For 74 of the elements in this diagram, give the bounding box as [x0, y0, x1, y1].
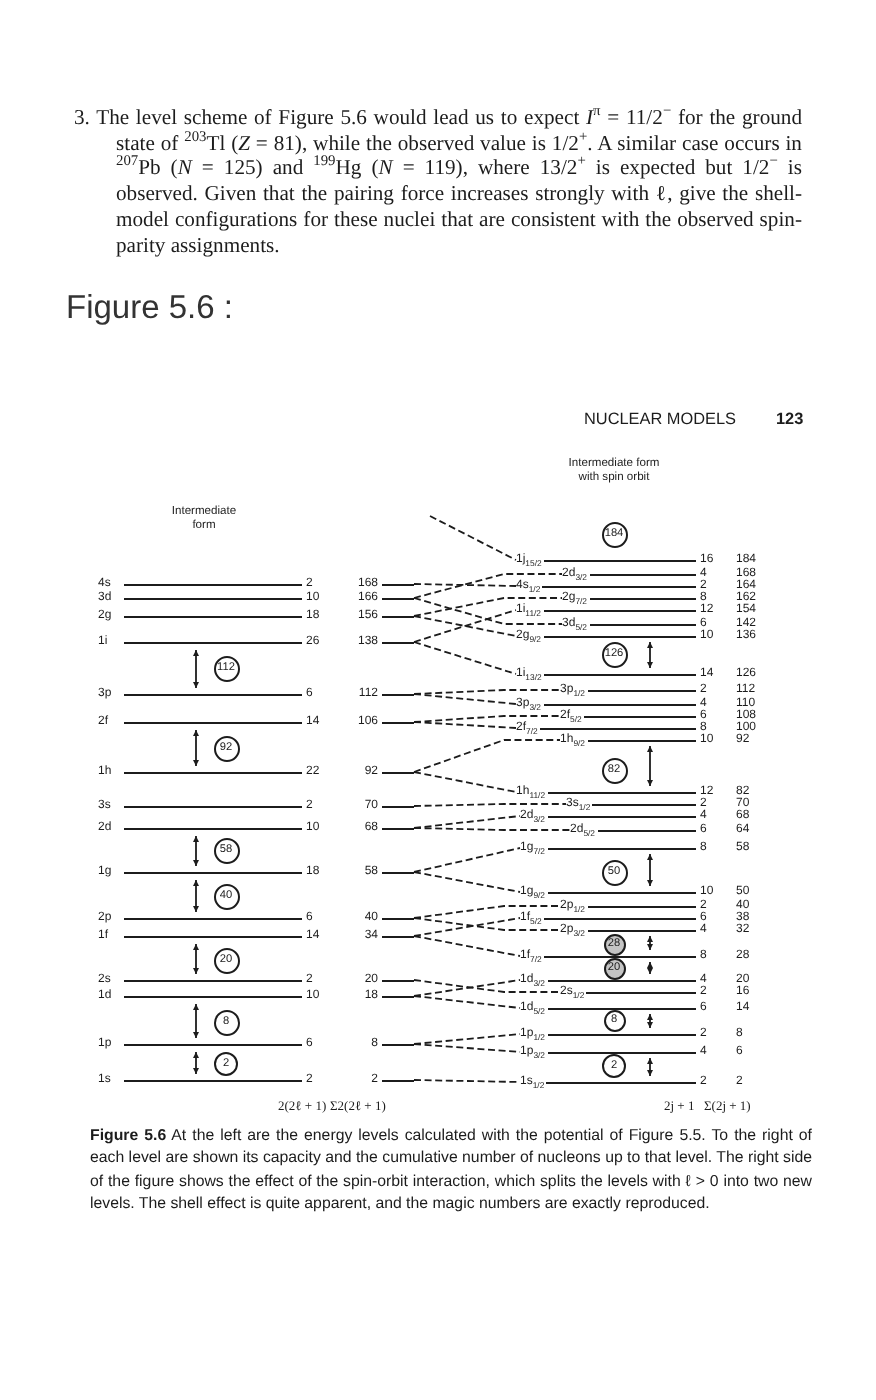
dashed-connector — [413, 871, 521, 893]
double-arrow — [193, 1003, 199, 1039]
energy-level — [98, 974, 414, 988]
energy-level — [98, 610, 414, 624]
double-arrow — [193, 943, 199, 975]
figure-heading: Figure 5.6 : — [66, 290, 233, 328]
dashed-connector — [413, 935, 521, 957]
double-arrow — [647, 1013, 653, 1029]
energy-level — [560, 684, 760, 696]
double-arrow — [647, 745, 653, 787]
energy-level — [98, 866, 414, 880]
dashed-connector — [413, 979, 521, 997]
energy-level — [98, 578, 414, 592]
energy-level — [516, 604, 760, 616]
dashed-connector — [413, 803, 567, 807]
dashed-connector — [413, 597, 563, 625]
double-arrow — [647, 961, 653, 975]
dashed-connector — [413, 739, 561, 773]
dashed-connector — [413, 615, 517, 637]
energy-level — [516, 668, 760, 680]
energy-level — [516, 580, 760, 592]
energy-level — [98, 912, 414, 926]
energy-level — [98, 636, 414, 650]
dashed-connector — [413, 771, 517, 793]
double-arrow — [193, 835, 199, 867]
energy-level — [560, 710, 760, 722]
dashed-connector — [413, 721, 517, 729]
dashed-connector — [413, 847, 521, 873]
energy-level — [98, 592, 414, 606]
energy-level — [98, 1038, 414, 1052]
energy-level — [98, 688, 414, 702]
double-arrow — [193, 879, 199, 913]
energy-level — [98, 1074, 414, 1088]
energy-level — [562, 568, 760, 580]
dashed-connector — [413, 641, 517, 675]
dashed-connector — [413, 905, 561, 919]
page-number: 123 — [776, 410, 804, 428]
energy-level — [98, 822, 414, 836]
dashed-connector — [413, 1033, 521, 1045]
energy-level — [98, 800, 414, 814]
energy-level — [516, 630, 760, 642]
problem-text: 3. The level scheme of Figure 5.6 would lead us to expect I$^{π}$ = 11/2$^{−}$ for the ground state of $^{203}$Tl (Z = 81), while the observed value is 1/2$^{+}$. A similar case occurs in $^{207}$Pb (N = 125) and $^{199}$Hg (N = 119), where 13/2$^{+}$ is expected but 1/2$^{−}$ is observed. Given that the pairing force increases strongly with ℓ, give the shell-model configurations for these nuclei that are consistent with the observed spin-parity assignments. — [74, 108, 802, 261]
dashed-connector — [413, 609, 517, 643]
double-arrow — [193, 649, 199, 689]
energy-level — [516, 698, 760, 710]
double-arrow — [193, 729, 199, 767]
energy-level — [516, 722, 760, 734]
running-header: NUCLEAR MODELS — [584, 410, 736, 428]
energy-level — [516, 554, 760, 566]
dashed-connector — [413, 917, 521, 937]
dashed-connector — [413, 1079, 521, 1083]
double-arrow — [647, 935, 653, 951]
energy-level — [98, 930, 414, 944]
dashed-connector — [413, 573, 563, 599]
energy-level — [98, 990, 414, 1004]
energy-level — [562, 618, 760, 630]
dashed-connector — [429, 515, 517, 561]
energy-level — [98, 766, 414, 780]
dashed-connector — [413, 827, 571, 831]
dashed-connector — [413, 917, 561, 931]
double-arrow — [647, 853, 653, 887]
double-arrow — [193, 1051, 199, 1075]
double-arrow — [647, 641, 653, 669]
energy-level — [98, 716, 414, 730]
dashed-connector — [413, 815, 521, 829]
double-arrow — [647, 1057, 653, 1077]
dashed-connector — [413, 689, 561, 695]
dashed-connector — [413, 1043, 521, 1053]
dashed-connector — [413, 597, 563, 617]
dashed-connector — [413, 979, 561, 993]
dashed-connector — [413, 583, 517, 587]
energy-level — [562, 592, 760, 604]
dashed-connector — [413, 995, 521, 1009]
dashed-connector — [413, 693, 517, 705]
